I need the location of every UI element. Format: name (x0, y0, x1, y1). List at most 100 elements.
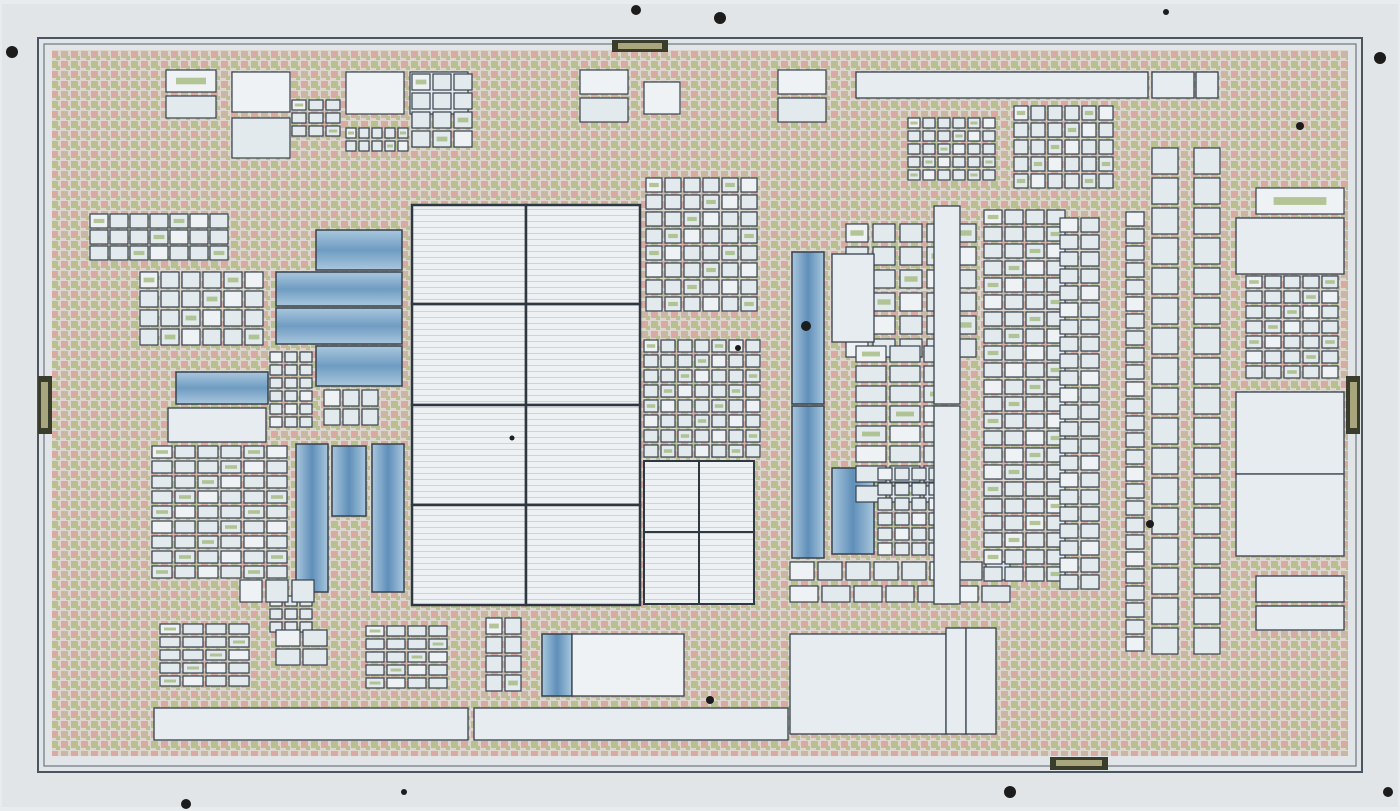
logic-block (922, 143, 936, 155)
logic-block (677, 384, 693, 398)
block-marking (1084, 110, 1094, 116)
logic-block (269, 377, 283, 389)
block-marking (173, 218, 185, 224)
logic-block (205, 623, 227, 635)
logic-block (983, 532, 1003, 548)
block-marking (202, 540, 214, 544)
logic-block (894, 542, 910, 556)
block-marking (1008, 537, 1020, 543)
logic-block (1080, 472, 1100, 488)
logic-block (1080, 285, 1100, 301)
logic-block (223, 309, 243, 327)
logic-block (275, 648, 301, 666)
logic-block (982, 130, 996, 142)
logic-block (1125, 296, 1145, 312)
block-marking (225, 525, 237, 529)
logic-block (702, 279, 720, 295)
logic-block (197, 505, 219, 519)
logic-block (872, 315, 896, 335)
logic-block (1321, 320, 1339, 334)
logic-block (1125, 347, 1145, 363)
logic-block (683, 296, 701, 312)
logic-block (1080, 217, 1100, 233)
logic-block (428, 625, 448, 637)
logic-block (189, 213, 209, 229)
block-marking (731, 449, 741, 453)
logic-block (711, 369, 727, 383)
block-marking (133, 250, 145, 256)
logic-block (1302, 305, 1320, 319)
logic-block (745, 444, 761, 458)
logic-block (877, 482, 893, 496)
block-marking (1029, 520, 1041, 526)
block-marking (271, 555, 283, 559)
logic-block (1059, 353, 1079, 369)
logic-block (1059, 421, 1079, 437)
logic-block (952, 143, 966, 155)
logic-block (855, 385, 887, 403)
column-cell (1193, 327, 1221, 355)
block-marking (248, 510, 260, 514)
logic-block (899, 315, 923, 335)
logic-block (1059, 319, 1079, 335)
block-marking (400, 131, 406, 135)
block-marking (436, 136, 448, 142)
logic-block (428, 651, 448, 663)
logic-block (291, 125, 307, 137)
block-marking (714, 344, 724, 348)
block-marking (176, 77, 206, 85)
logic-block (1059, 557, 1079, 573)
logic-block (432, 111, 452, 129)
logic-block (371, 127, 383, 139)
block-marking (1084, 178, 1094, 184)
logic-block (694, 399, 710, 413)
logic-block (1302, 365, 1320, 379)
logic-block (189, 245, 209, 261)
column-cell (1151, 597, 1179, 625)
logic-block (308, 112, 324, 124)
block-marking (225, 465, 237, 469)
logic-block (1080, 404, 1100, 420)
logic-block (299, 608, 313, 620)
logic-block (957, 561, 983, 581)
block-marking (508, 680, 518, 686)
block-marking (185, 315, 197, 321)
logic-block (284, 377, 298, 389)
logic-block (151, 520, 173, 534)
column-cell (1193, 567, 1221, 595)
logic-block (243, 520, 265, 534)
block-marking (156, 450, 168, 454)
block-marking (910, 121, 918, 125)
block-marking (411, 655, 423, 659)
block-marking (1029, 384, 1041, 390)
block-marking (663, 389, 673, 393)
logic-block (907, 143, 921, 155)
logic-block (197, 490, 219, 504)
logic-block (1080, 438, 1100, 454)
block-marking (649, 182, 659, 188)
logic-block (139, 290, 159, 308)
logic-block (231, 117, 291, 159)
logic-block (1080, 506, 1100, 522)
column-cell (1193, 597, 1221, 625)
block-marking (93, 218, 105, 224)
logic-block (981, 585, 1011, 603)
logic-block (284, 608, 298, 620)
logic-block (1025, 226, 1045, 242)
block-marking (1050, 503, 1062, 509)
logic-block (1080, 302, 1100, 318)
column-cell (1193, 507, 1221, 535)
logic-block (702, 228, 720, 244)
logic-block (1030, 105, 1046, 121)
logic-block (197, 565, 219, 579)
logic-block (711, 444, 727, 458)
logic-block (1025, 498, 1045, 514)
logic-block (877, 542, 893, 556)
logic-block (983, 311, 1003, 327)
logic-block (220, 565, 242, 579)
logic-block (1302, 320, 1320, 334)
logic-block (982, 143, 996, 155)
block-marking (210, 653, 222, 657)
logic-block (223, 290, 243, 308)
column-cell (1151, 627, 1179, 655)
